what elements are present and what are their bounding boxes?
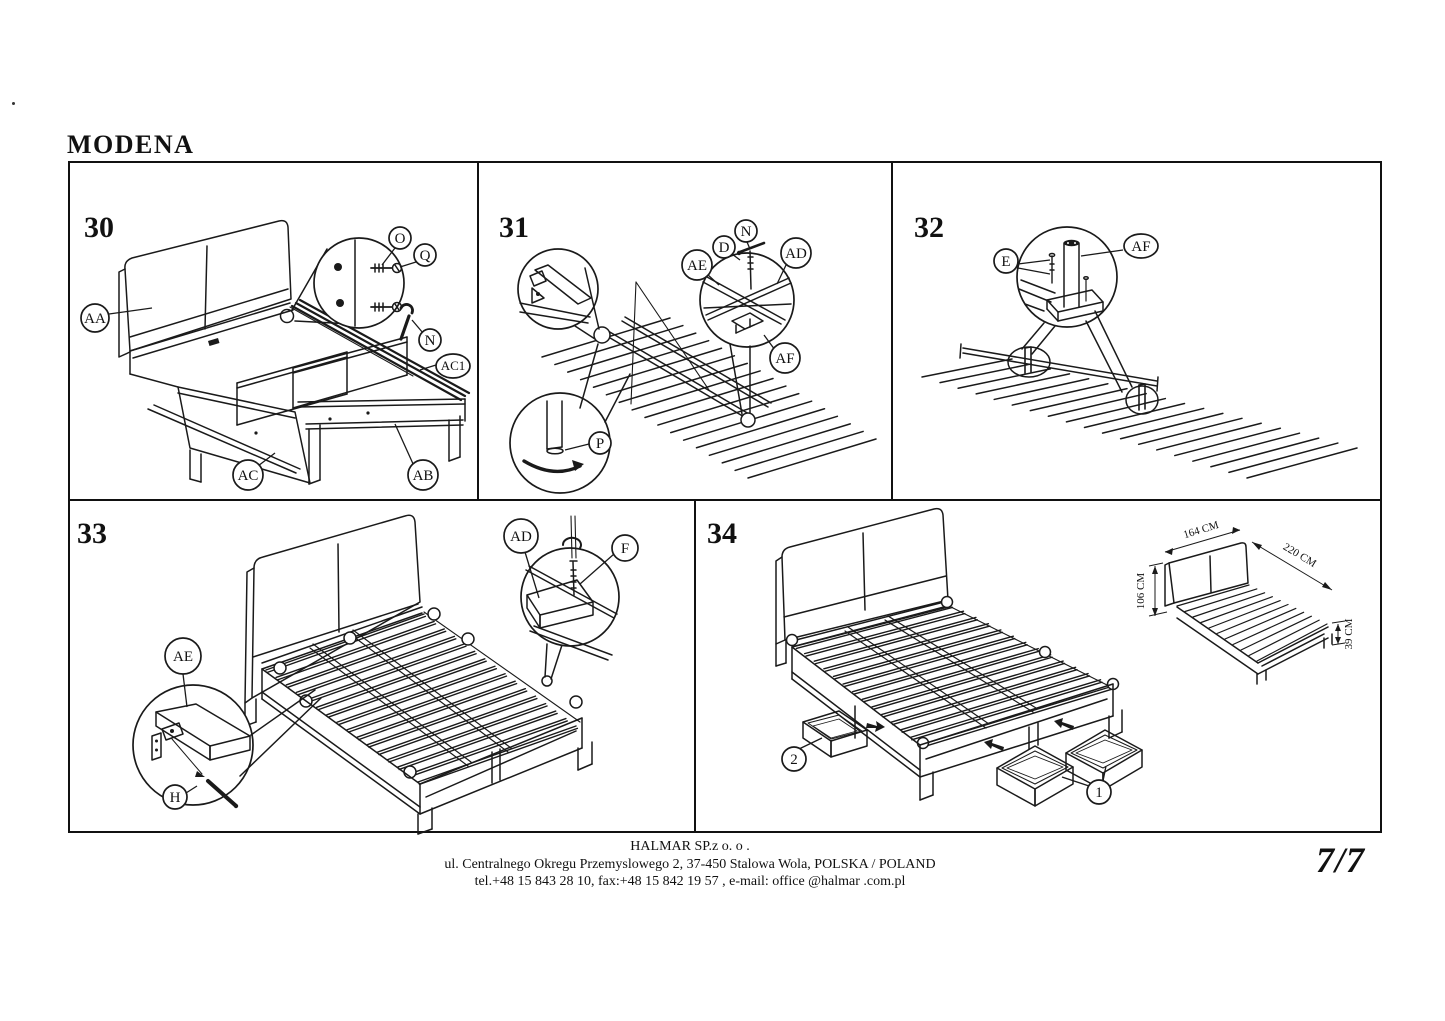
footer-contact: tel.+48 15 843 28 10, fax:+48 15 842 19 … — [474, 874, 906, 889]
callout-af: AF — [1080, 233, 1159, 259]
callout-ae: AE — [164, 637, 202, 708]
detail-circle-ad-screw — [520, 515, 620, 687]
drawer-2 — [802, 710, 868, 758]
dimension-mini-bed — [1164, 542, 1333, 685]
callout-f: F — [579, 534, 639, 585]
svg-text:AF: AF — [775, 351, 794, 367]
footer: HALMAR SP.z o. o . ul. Centralnego Okreg… — [240, 838, 1140, 891]
footer-address: ul. Centralnego Okregu Przemyslowego 2, … — [444, 856, 936, 872]
bolt-d-icon — [747, 250, 754, 290]
detail-circle-bracket — [517, 248, 600, 340]
step-number-33: 33 — [77, 517, 107, 550]
callout-aa: AA — [80, 303, 153, 333]
svg-text:P: P — [596, 436, 604, 452]
callout-p: P — [564, 431, 612, 455]
screw-h-icon — [206, 779, 237, 807]
callout-ad: AD — [776, 237, 812, 285]
svg-text:2: 2 — [790, 752, 798, 768]
step-34-drawing: 2 1 164 CM 220 CM 106 CM — [775, 507, 1355, 807]
footer-company: HALMAR SP.z o. o . — [630, 839, 750, 854]
svg-text:Q: Q — [420, 248, 431, 264]
detail-circle-ae-rail — [132, 684, 322, 809]
product-title: MODENA — [67, 130, 195, 159]
callout-e: E — [993, 248, 1051, 275]
callout-ad: AD — [503, 518, 540, 599]
divider-31-32 — [891, 163, 893, 499]
svg-text:AF: AF — [1131, 239, 1150, 255]
dim-length: 220 CM — [1281, 541, 1319, 570]
step-number-31: 31 — [499, 211, 529, 244]
slats — [265, 613, 579, 786]
detail-circle-leg — [509, 343, 631, 494]
insert-arrow-icon — [866, 721, 885, 732]
svg-text:AB: AB — [413, 468, 434, 484]
callout-ac: AC — [232, 452, 276, 491]
callout-o: O — [381, 226, 412, 266]
screw-f-icon — [569, 560, 578, 596]
svg-text:1: 1 — [1095, 785, 1103, 801]
step-30-drawing: AA O Q N AC1 AC AB — [80, 219, 471, 491]
callout-ab: AB — [394, 423, 439, 491]
screw-q-icon — [370, 301, 403, 313]
panel-frame — [68, 161, 1382, 833]
bed-assembly — [244, 514, 593, 835]
drawer-middle — [996, 745, 1074, 807]
svg-text:F: F — [621, 541, 629, 557]
insert-arrow-icon — [984, 739, 1004, 751]
step-33-drawing: AE H AD F — [132, 514, 639, 835]
divider-30-31 — [477, 163, 479, 499]
bed-assembly — [775, 507, 1123, 801]
callout-q: Q — [399, 243, 437, 268]
step-32-drawing: E AF — [921, 226, 1358, 479]
dim-drawer-height: 39 CM — [1343, 618, 1355, 649]
step-number-34: 34 — [707, 517, 737, 550]
svg-text:AC: AC — [238, 468, 259, 484]
center-beam — [959, 343, 1159, 415]
clamp-icon — [561, 536, 582, 549]
detail-circle-screws — [313, 237, 414, 341]
svg-text:D: D — [719, 240, 730, 256]
divider-33-34 — [694, 501, 696, 831]
svg-text:O: O — [395, 231, 406, 247]
detail-circle-screw-rails — [699, 241, 795, 415]
step-31-drawing: N D AE AD AF P — [509, 219, 877, 494]
page-number: 7/7 — [1316, 840, 1366, 880]
svg-text:AE: AE — [687, 258, 707, 274]
callout-drawer-2: 2 — [781, 737, 823, 772]
scan-speck — [12, 102, 15, 105]
svg-text:AD: AD — [785, 246, 807, 262]
slat-platform — [541, 317, 877, 479]
screw-o-icon — [370, 262, 403, 274]
svg-text:AE: AE — [173, 649, 193, 665]
svg-text:AA: AA — [84, 311, 106, 327]
svg-text:AC1: AC1 — [441, 358, 466, 373]
svg-text:N: N — [741, 224, 752, 240]
callout-n: N — [734, 219, 758, 250]
dim-height: 106 CM — [1135, 573, 1147, 610]
detail-circle-leg-af — [1016, 226, 1133, 393]
callout-drawer-1: 1 — [1061, 765, 1112, 805]
callout-ac1: AC1 — [419, 353, 471, 379]
screw-e-icon — [1048, 252, 1056, 284]
slats — [794, 604, 1116, 749]
svg-text:N: N — [425, 333, 436, 349]
step-number-30: 30 — [84, 211, 114, 244]
slat-platform — [921, 358, 1358, 479]
step-number-32: 32 — [914, 211, 944, 244]
insert-arrow-icon — [1054, 718, 1074, 730]
callout-d: D — [712, 235, 741, 261]
callout-h: H — [162, 784, 198, 810]
allen-key-icon — [399, 303, 414, 341]
bolt-n-icon — [736, 241, 766, 256]
center-rails — [593, 281, 772, 428]
svg-text:E: E — [1001, 254, 1010, 270]
divider-rows — [70, 499, 1380, 501]
callout-af: AF — [763, 334, 801, 374]
svg-text:H: H — [170, 790, 181, 806]
callout-n: N — [411, 319, 442, 352]
callout-ae: AE — [681, 249, 720, 286]
svg-text:AD: AD — [510, 529, 532, 545]
